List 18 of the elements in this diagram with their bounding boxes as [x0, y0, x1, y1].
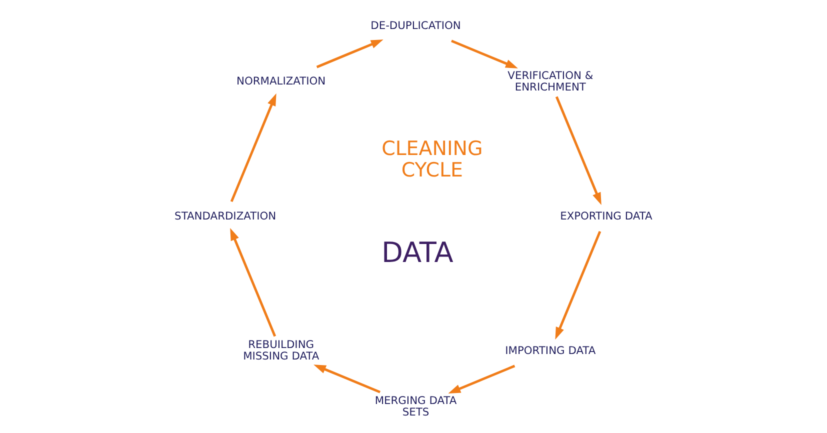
node-text: NORMALIZATION [236, 74, 326, 88]
node-text: IMPORTING DATA [505, 344, 596, 357]
label: CLEANING CYCLE [382, 137, 483, 182]
node-text: REBUILDING MISSING DATA [243, 338, 320, 363]
node-text: STANDARDIZATION [174, 209, 276, 222]
node-text: VERIFICATION & ENRICHMENT [508, 68, 594, 94]
node-text: MERGING DATA SETS [374, 394, 457, 418]
arrow [451, 40, 518, 68]
arrow [230, 228, 276, 337]
arrow [230, 93, 276, 202]
arrow [316, 40, 384, 68]
arrow [448, 364, 516, 394]
arrow [555, 96, 602, 205]
arrow [314, 364, 380, 394]
node-text: DE-DUPLICATION [370, 18, 461, 32]
node-text: EXPORTING DATA [560, 209, 652, 222]
arrow [555, 230, 602, 340]
label: DATA [381, 236, 454, 270]
